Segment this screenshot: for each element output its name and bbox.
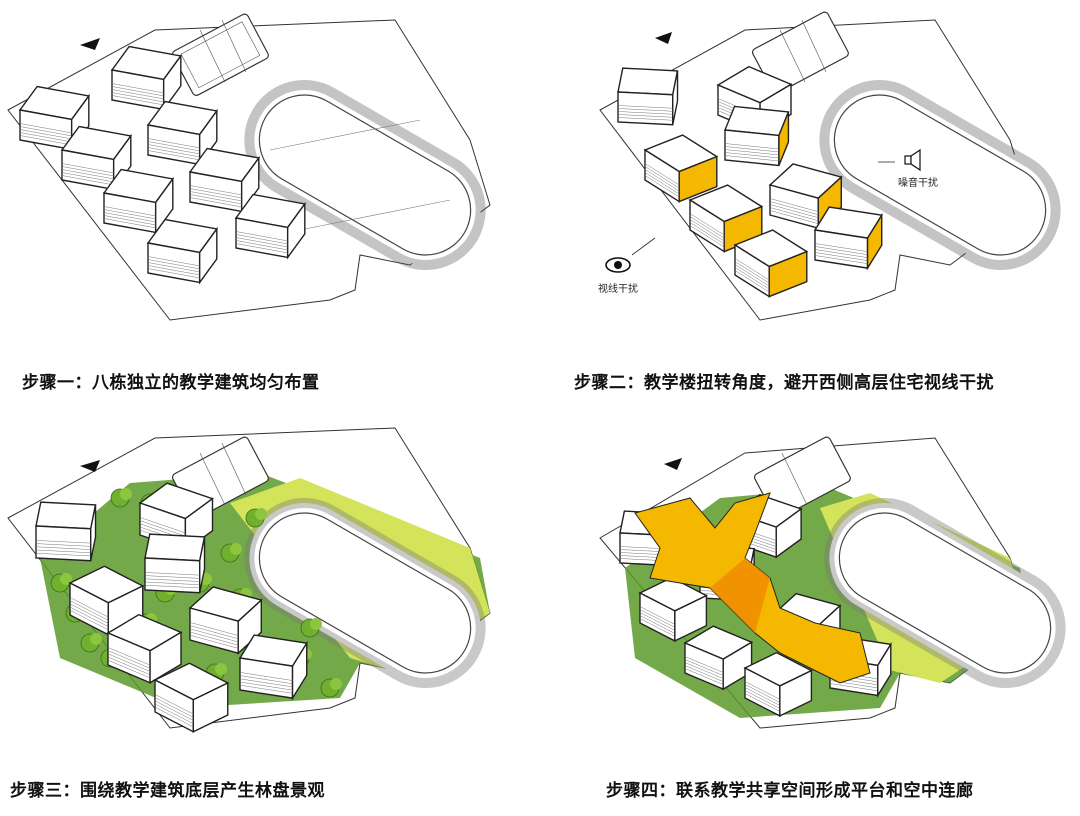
site-boundary	[7, 19, 491, 321]
tree-icon	[50, 573, 72, 593]
building-block	[643, 134, 719, 203]
sight-arrow	[631, 237, 656, 256]
building-block	[188, 586, 263, 655]
site-plan-step-3	[7, 427, 491, 733]
panel-step-1: 步骤一：八栋独立的教学建筑均匀布置	[0, 0, 540, 408]
building-block	[138, 482, 214, 552]
sight-interference-label: 视线干扰	[598, 282, 638, 295]
running-track	[824, 498, 1066, 688]
north-arrow-icon	[664, 458, 682, 470]
building-block	[238, 634, 308, 701]
tree-icon	[300, 618, 322, 638]
step-4-caption: 步骤四：联系教学共享空间形成平台和空中连廊	[606, 781, 974, 801]
teaching-buildings	[35, 482, 308, 733]
tree-icon	[110, 488, 132, 508]
corridor-shadow	[710, 558, 770, 633]
building-block	[234, 193, 307, 260]
step-2-caption: 步骤二：教学楼扭转角度，避开西侧高层住宅视线干扰	[574, 373, 994, 393]
building-block	[144, 533, 206, 594]
site-boundary	[599, 19, 1031, 321]
building-block	[768, 163, 843, 230]
site-plan-step-2: 视线干扰 噪音干扰	[598, 11, 1061, 321]
rotated-teaching-buildings	[617, 65, 883, 298]
sports-courts	[171, 13, 269, 96]
building-block	[617, 67, 679, 126]
running-track	[819, 80, 1061, 270]
site-plan-step-4	[599, 436, 1066, 729]
building-block	[638, 576, 708, 643]
teaching-buildings	[18, 45, 307, 285]
building-block	[153, 662, 230, 733]
panel-step-4: 步骤四：联系教学共享空间形成平台和空中连廊	[540, 408, 1080, 816]
running-track	[244, 498, 486, 688]
panel-step-2: 视线干扰 噪音干扰 步骤二：教学楼扭转角度，避开西侧高层住宅视线干扰	[540, 0, 1080, 408]
north-arrow-icon	[80, 38, 100, 50]
building-block	[733, 229, 809, 298]
building-block	[683, 625, 754, 691]
building-block	[106, 613, 183, 684]
building-block	[813, 206, 883, 271]
site-plan-step-1	[7, 13, 491, 321]
building-block	[102, 168, 175, 235]
north-arrow-icon	[655, 32, 672, 44]
step-1-caption: 步骤一：八栋独立的教学建筑均匀布置	[22, 373, 320, 393]
eye-icon	[605, 257, 631, 273]
building-block	[743, 651, 813, 718]
building-block	[60, 125, 133, 192]
building-block	[18, 85, 91, 152]
building-block	[110, 45, 183, 112]
tree-icon	[220, 543, 242, 563]
building-block	[724, 105, 790, 167]
running-track	[244, 80, 486, 270]
tree-icon	[80, 633, 102, 653]
tree-icon	[320, 678, 342, 698]
building-block	[188, 147, 261, 214]
noise-interference-label: 噪音干扰	[898, 176, 938, 189]
building-block	[146, 100, 219, 167]
tree-icon	[245, 508, 267, 528]
building-block	[35, 501, 97, 562]
panel-step-3: 步骤三：围绕教学建筑底层产生林盘景观	[0, 408, 540, 816]
north-arrow-icon	[80, 460, 100, 472]
step-3-caption: 步骤三：围绕教学建筑底层产生林盘景观	[10, 781, 325, 801]
speaker-icon	[904, 148, 921, 172]
building-block	[146, 218, 219, 285]
